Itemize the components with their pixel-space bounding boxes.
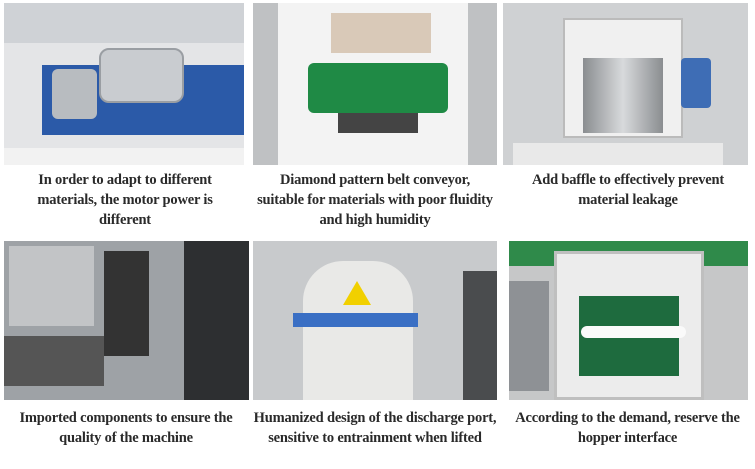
motor-photo bbox=[4, 3, 244, 165]
electrical-components-photo bbox=[4, 241, 249, 400]
feature-caption: Humanized design of the discharge port, … bbox=[253, 410, 497, 446]
discharge-port-photo bbox=[253, 241, 497, 400]
feature-caption: Add baffle to effectively prevent materi… bbox=[531, 172, 725, 208]
belt-conveyor-photo bbox=[253, 3, 497, 165]
baffle-photo bbox=[503, 3, 748, 165]
feature-caption: Diamond pattern belt conveyor, suitable … bbox=[257, 172, 493, 228]
feature-caption: Imported components to ensure the qualit… bbox=[19, 410, 233, 446]
feature-caption: In order to adapt to different materials… bbox=[37, 172, 213, 228]
hopper-interface-photo bbox=[509, 241, 748, 400]
feature-caption: According to the demand, reserve the hop… bbox=[515, 410, 740, 446]
